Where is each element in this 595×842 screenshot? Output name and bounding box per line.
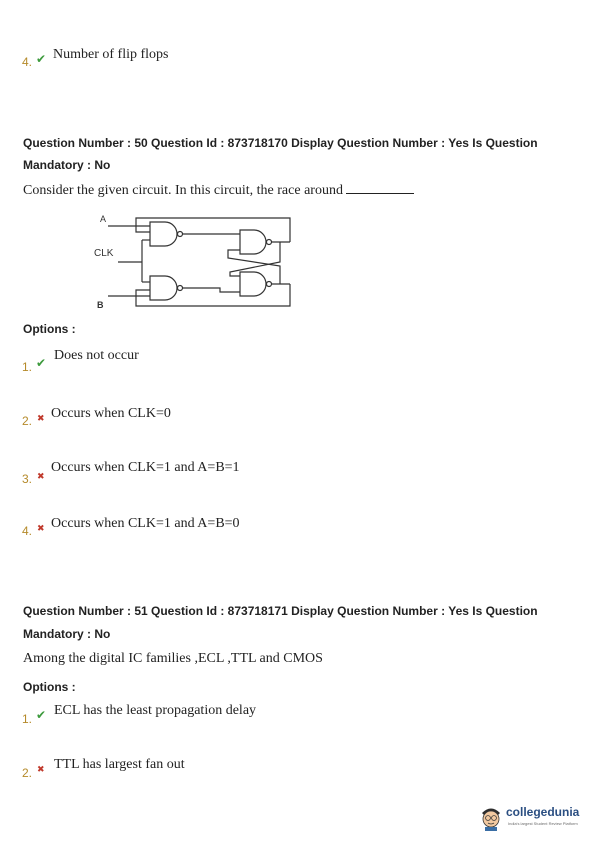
q51-option-1-text: ECL has the least propagation delay bbox=[54, 703, 257, 718]
inversion-bubble-3 bbox=[265, 238, 273, 246]
prev-option-number: 4. bbox=[22, 55, 33, 69]
inversion-bubble-2 bbox=[176, 284, 184, 292]
circuit-label-b: B bbox=[97, 300, 104, 310]
answer-blank bbox=[346, 181, 415, 194]
circuit-label-a: A bbox=[100, 214, 106, 224]
q51-options-label: Options : bbox=[23, 680, 76, 694]
q50-option-3-number: 3. bbox=[22, 472, 33, 486]
q50-option-4-number: 4. bbox=[22, 524, 33, 538]
q50-question-label: Consider the given circuit. In this circ… bbox=[23, 183, 343, 198]
circuit-label-clk: CLK bbox=[94, 248, 114, 259]
incorrect-cross-icon: ✖ bbox=[37, 414, 45, 424]
incorrect-cross-icon: ✖ bbox=[37, 524, 45, 534]
q51-question-text: Among the digital IC families ,ECL ,TTL … bbox=[23, 651, 323, 666]
logo-tagline: India's largest Student Review Platform bbox=[508, 821, 578, 826]
q51-header-line1: Question Number : 51 Question Id : 87371… bbox=[23, 604, 538, 618]
incorrect-cross-icon: ✖ bbox=[37, 472, 45, 482]
inversion-bubble-1 bbox=[176, 230, 184, 238]
correct-check-icon: ✔ bbox=[36, 356, 47, 370]
q50-question-text: Consider the given circuit. In this circ… bbox=[23, 181, 415, 199]
q51-option-1-number: 1. bbox=[22, 712, 33, 726]
prev-option-text: Number of flip flops bbox=[53, 47, 169, 62]
q50-option-4-text: Occurs when CLK=1 and A=B=0 bbox=[51, 516, 240, 531]
q50-option-1-number: 1. bbox=[22, 360, 33, 374]
logic-circuit-diagram: A CLK B bbox=[94, 214, 291, 310]
mascot-icon bbox=[482, 808, 500, 831]
nand-gate-4 bbox=[239, 271, 267, 297]
collegedunia-logo: collegedunia India's largest Student Rev… bbox=[478, 801, 590, 833]
correct-check-icon: ✔ bbox=[36, 708, 47, 722]
nand-gate-2 bbox=[149, 275, 178, 301]
q50-option-1-text: Does not occur bbox=[54, 348, 139, 363]
incorrect-cross-icon: ✖ bbox=[37, 765, 45, 775]
nand-gate-3 bbox=[239, 229, 267, 255]
q50-header-line1: Question Number : 50 Question Id : 87371… bbox=[23, 136, 538, 150]
inversion-bubble-4 bbox=[265, 280, 273, 288]
logo-wordmark: collegedunia bbox=[506, 805, 580, 819]
correct-check-icon: ✔ bbox=[36, 52, 47, 66]
q50-option-2-number: 2. bbox=[22, 414, 33, 428]
q51-option-2-number: 2. bbox=[22, 766, 33, 780]
q51-option-2-text: TTL has largest fan out bbox=[54, 757, 185, 772]
q50-header-line2: Mandatory : No bbox=[23, 158, 111, 172]
q51-header-line2: Mandatory : No bbox=[23, 627, 111, 641]
q50-options-label: Options : bbox=[23, 322, 76, 336]
q50-option-2-text: Occurs when CLK=0 bbox=[51, 406, 171, 421]
nand-gate-1 bbox=[149, 221, 178, 247]
q50-option-3-text: Occurs when CLK=1 and A=B=1 bbox=[51, 460, 240, 475]
